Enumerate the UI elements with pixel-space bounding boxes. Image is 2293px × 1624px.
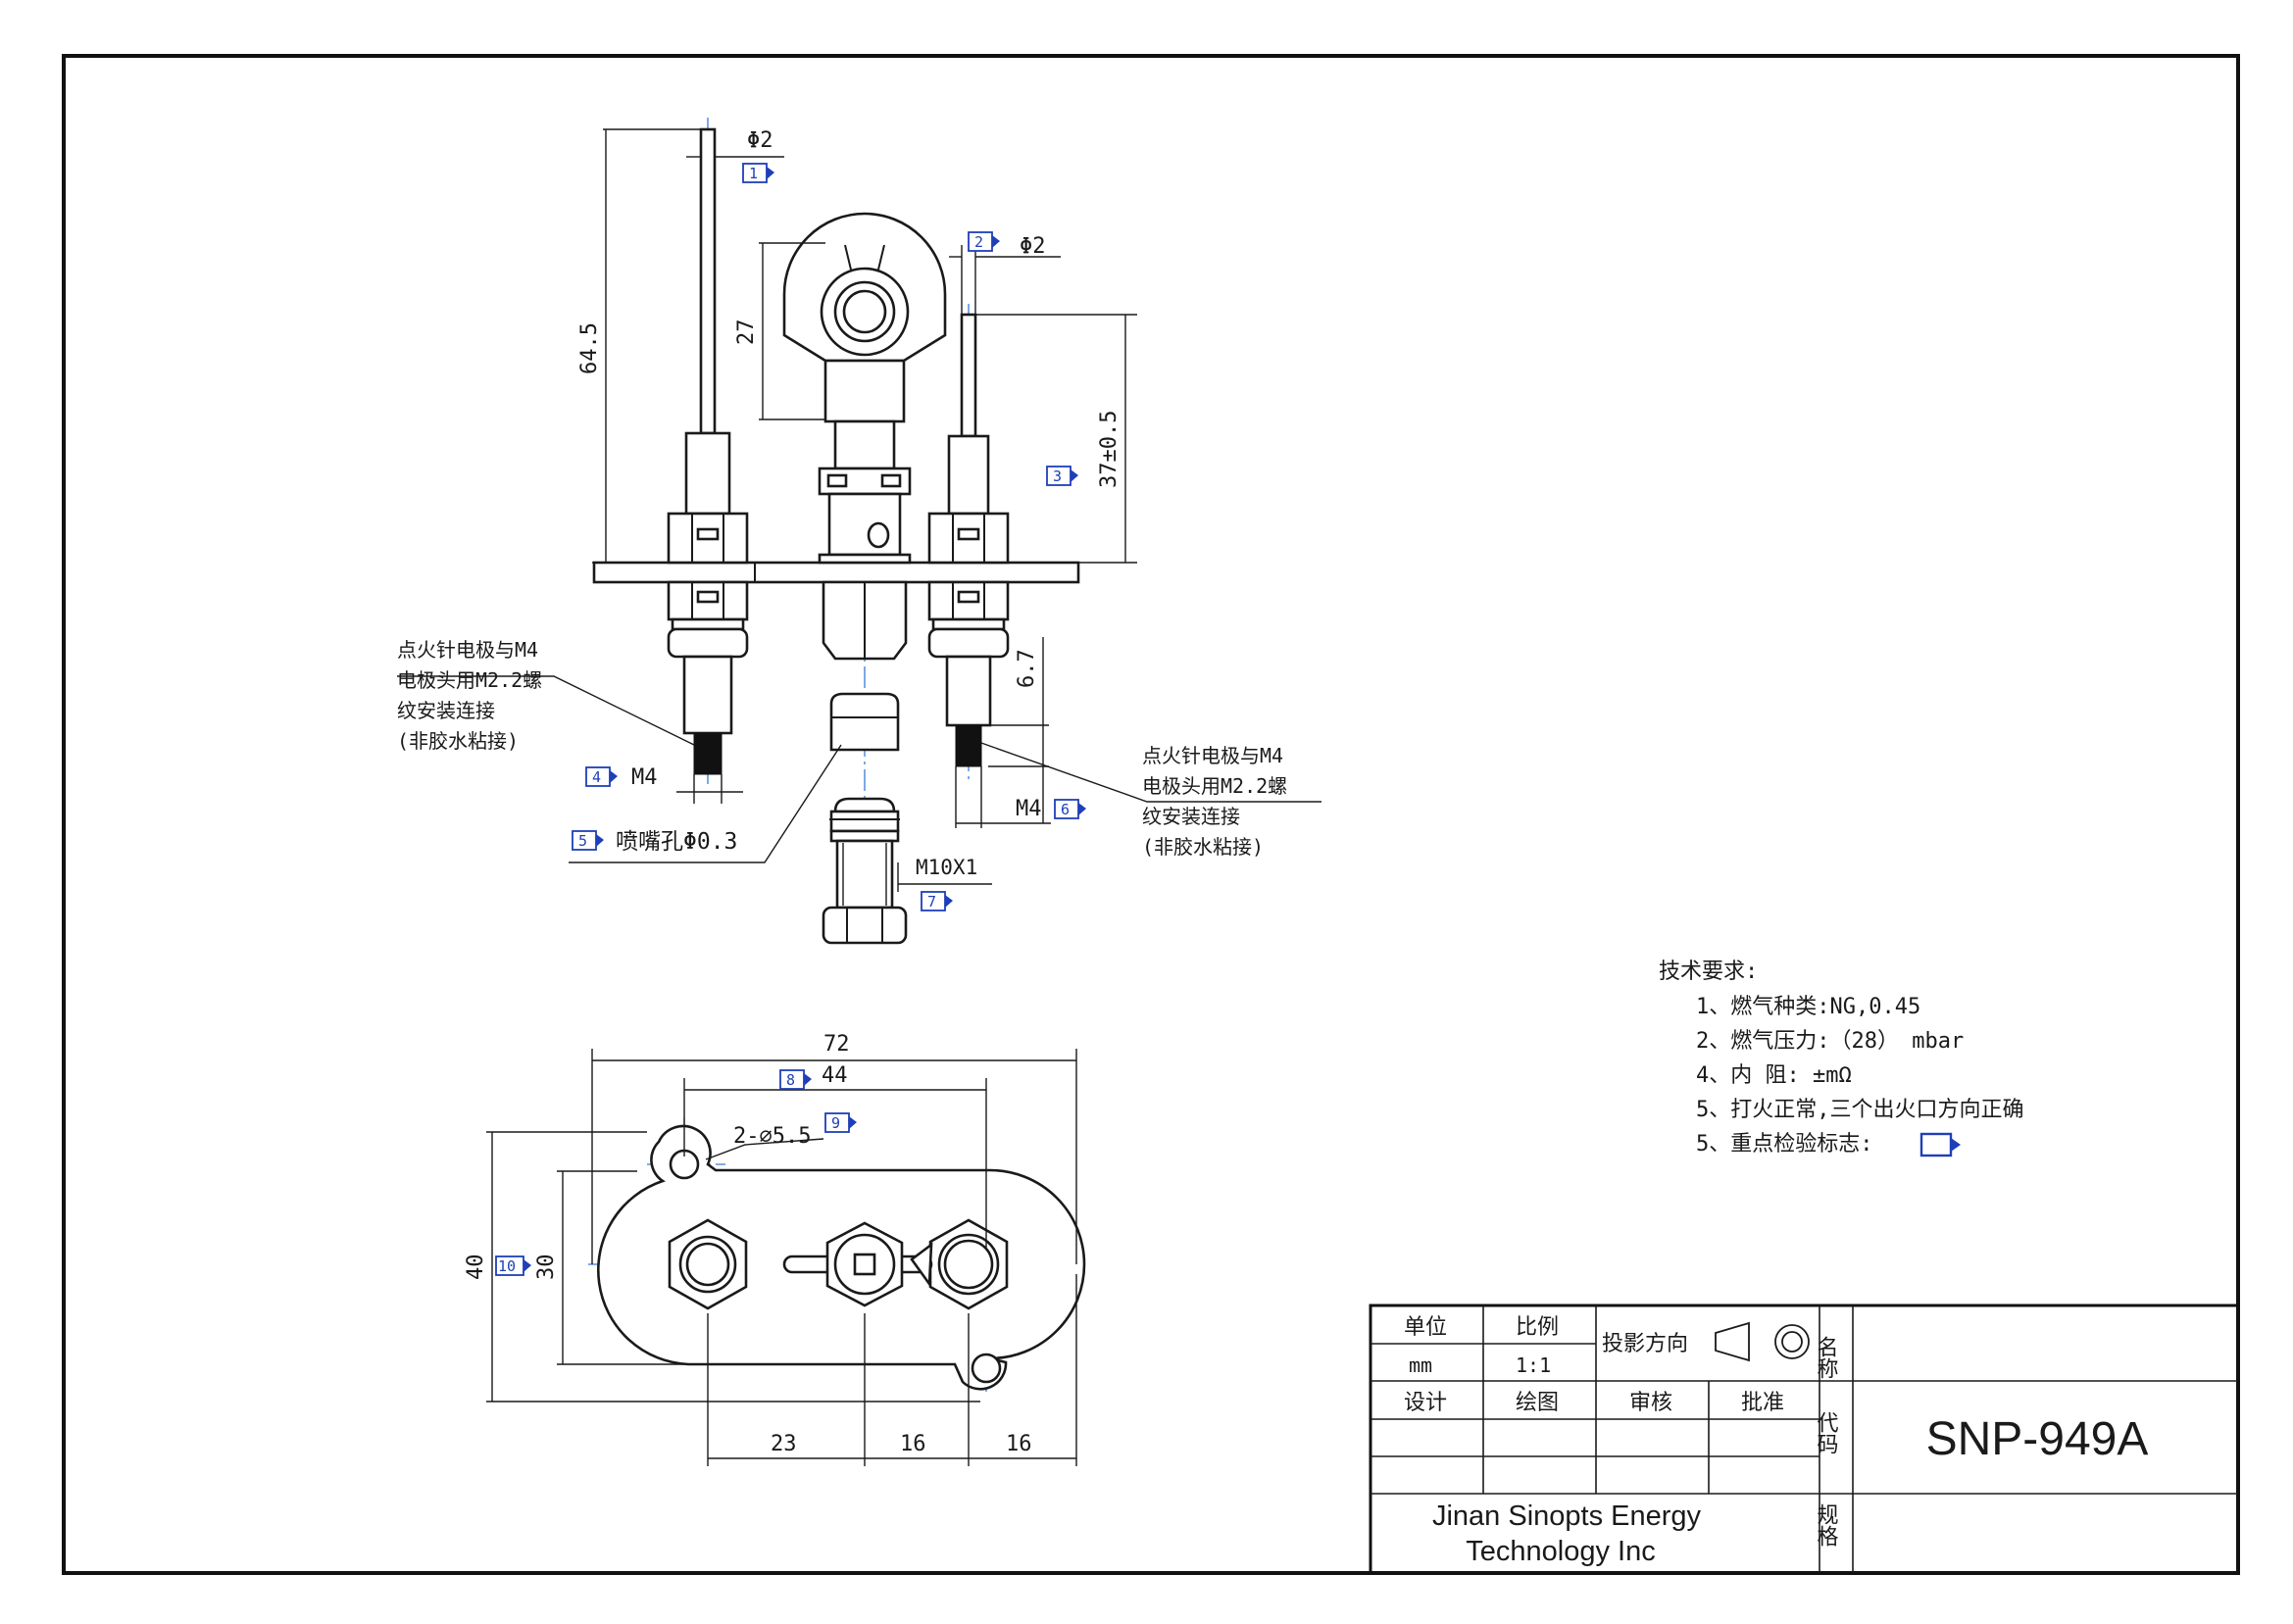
scale-label: 比例 <box>1516 1315 1559 1340</box>
technical-requirements: 技术要求: 1、燃气种类:NG,0.45 2、燃气压力:（28） mbar 4、… <box>1659 960 2024 1157</box>
projection-symbol-icon <box>1715 1321 1810 1362</box>
note-right: 点火针电极与M4 电极头用M2.2螺 纹安装连接 (非胶水粘接) <box>1142 744 1287 859</box>
dim-phi2-b: Φ2 <box>1020 234 1046 259</box>
mounting-plate-side <box>592 561 1080 584</box>
dim-nozzle: 喷嘴孔Φ0.3 <box>616 829 737 855</box>
dim-23: 23 <box>771 1432 797 1456</box>
svg-text:纹安装连接: 纹安装连接 <box>397 699 495 722</box>
dim-16a: 16 <box>900 1432 926 1456</box>
tech-item-5: 5、重点检验标志: <box>1696 1132 1873 1156</box>
svg-text:1: 1 <box>749 165 758 182</box>
dim-6-7: 6.7 <box>1015 649 1039 688</box>
dim-m10: M10X1 <box>916 856 977 879</box>
title-block: 单位 mm 比例 1:1 投影方向 名称 设计 绘图 审核 批准 代码 规格 S… <box>1369 1304 2240 1575</box>
company-line-1: Jinan Sinopts Energy <box>1432 1501 1702 1532</box>
svg-text:(非胶水粘接): (非胶水粘接) <box>397 729 519 753</box>
svg-text:电极头用M2.2螺: 电极头用M2.2螺 <box>397 668 542 692</box>
inspection-tag-2: 2 <box>968 231 1000 252</box>
projection-label: 投影方向 <box>1602 1332 1688 1356</box>
svg-text:点火针电极与M4: 点火针电极与M4 <box>397 638 538 662</box>
draw-label: 绘图 <box>1516 1391 1559 1415</box>
approve-label: 批准 <box>1741 1391 1784 1415</box>
svg-text:9: 9 <box>831 1114 840 1132</box>
center-burner <box>782 212 947 945</box>
inspection-tag-1: 1 <box>742 163 774 183</box>
dim-phi2-a: Φ2 <box>747 128 773 153</box>
svg-text:电极头用M2.2螺: 电极头用M2.2螺 <box>1142 774 1287 798</box>
unit-value: mm <box>1409 1353 1432 1377</box>
tech-item-4: 5、打火正常,三个出火口方向正确 <box>1696 1098 2024 1122</box>
dim-27: 27 <box>734 320 759 346</box>
dim-hole: 2-⌀5.5 <box>733 1124 811 1149</box>
svg-text:7: 7 <box>927 893 936 910</box>
inspection-tag-10: 10 <box>495 1255 531 1276</box>
svg-text:(非胶水粘接): (非胶水粘接) <box>1142 835 1264 859</box>
inspection-tag-5: 5 <box>572 830 604 851</box>
svg-text:4: 4 <box>592 768 601 786</box>
note-left: 点火针电极与M4 电极头用M2.2螺 纹安装连接 (非胶水粘接) <box>397 638 542 753</box>
unit-label: 单位 <box>1404 1315 1447 1340</box>
svg-text:2: 2 <box>974 233 983 251</box>
svg-text:5: 5 <box>578 832 587 850</box>
svg-text:点火针电极与M4: 点火针电极与M4 <box>1142 744 1283 767</box>
svg-text:纹安装连接: 纹安装连接 <box>1142 805 1240 828</box>
svg-text:6: 6 <box>1061 801 1070 818</box>
front-view: Φ2 Φ2 64.5 27 37±0.5 6.7 M4 M4 喷嘴孔Φ0.3 M… <box>397 118 1321 945</box>
inspection-tag-8: 8 <box>779 1069 812 1090</box>
gas-fitting <box>833 797 896 813</box>
dim-m4-left: M4 <box>631 765 658 790</box>
inspection-tag-4: 4 <box>585 766 618 787</box>
inspection-tag-7: 7 <box>921 891 953 911</box>
svg-text:10: 10 <box>498 1257 516 1275</box>
design-label: 设计 <box>1404 1391 1447 1415</box>
dim-64-5: 64.5 <box>577 322 602 374</box>
company-line-2: Technology Inc <box>1466 1536 1655 1567</box>
left-electrode <box>667 127 749 775</box>
part-number: SNP-949A <box>1926 1413 2149 1465</box>
top-view: 72 44 2-⌀5.5 40 30 23 16 16 <box>464 1032 1086 1466</box>
sheet-border <box>62 54 2240 1575</box>
svg-text:8: 8 <box>786 1071 795 1089</box>
review-label: 审核 <box>1629 1391 1672 1415</box>
dim-m4-right: M4 <box>1016 797 1042 821</box>
tech-item-2: 2、燃气压力:（28） mbar <box>1696 1029 1964 1054</box>
dim-30: 30 <box>534 1255 559 1281</box>
tech-heading: 技术要求: <box>1659 960 1758 984</box>
code-label: 代码 <box>1814 1411 1839 1454</box>
name-label: 名称 <box>1814 1336 1839 1379</box>
inspection-mark-icon <box>1919 1132 1961 1157</box>
inspection-tag-3: 3 <box>1046 466 1078 486</box>
inspection-tag-9: 9 <box>824 1112 857 1133</box>
dim-44: 44 <box>822 1063 848 1088</box>
dim-16b: 16 <box>1006 1432 1032 1456</box>
dim-40: 40 <box>464 1255 488 1281</box>
tech-item-1: 1、燃气种类:NG,0.45 <box>1696 995 1920 1019</box>
tech-item-3: 4、内 阻: ±mΩ <box>1696 1063 1852 1088</box>
inspection-tag-6: 6 <box>1054 799 1086 819</box>
mount-hole-b <box>971 1353 1002 1384</box>
spec-label: 规格 <box>1814 1503 1839 1547</box>
scale-value: 1:1 <box>1516 1353 1551 1377</box>
dim-37: 37±0.5 <box>1097 411 1122 488</box>
svg-text:3: 3 <box>1053 468 1062 485</box>
nozzle <box>829 692 900 752</box>
right-electrode <box>927 313 1010 767</box>
dim-72: 72 <box>823 1032 850 1057</box>
